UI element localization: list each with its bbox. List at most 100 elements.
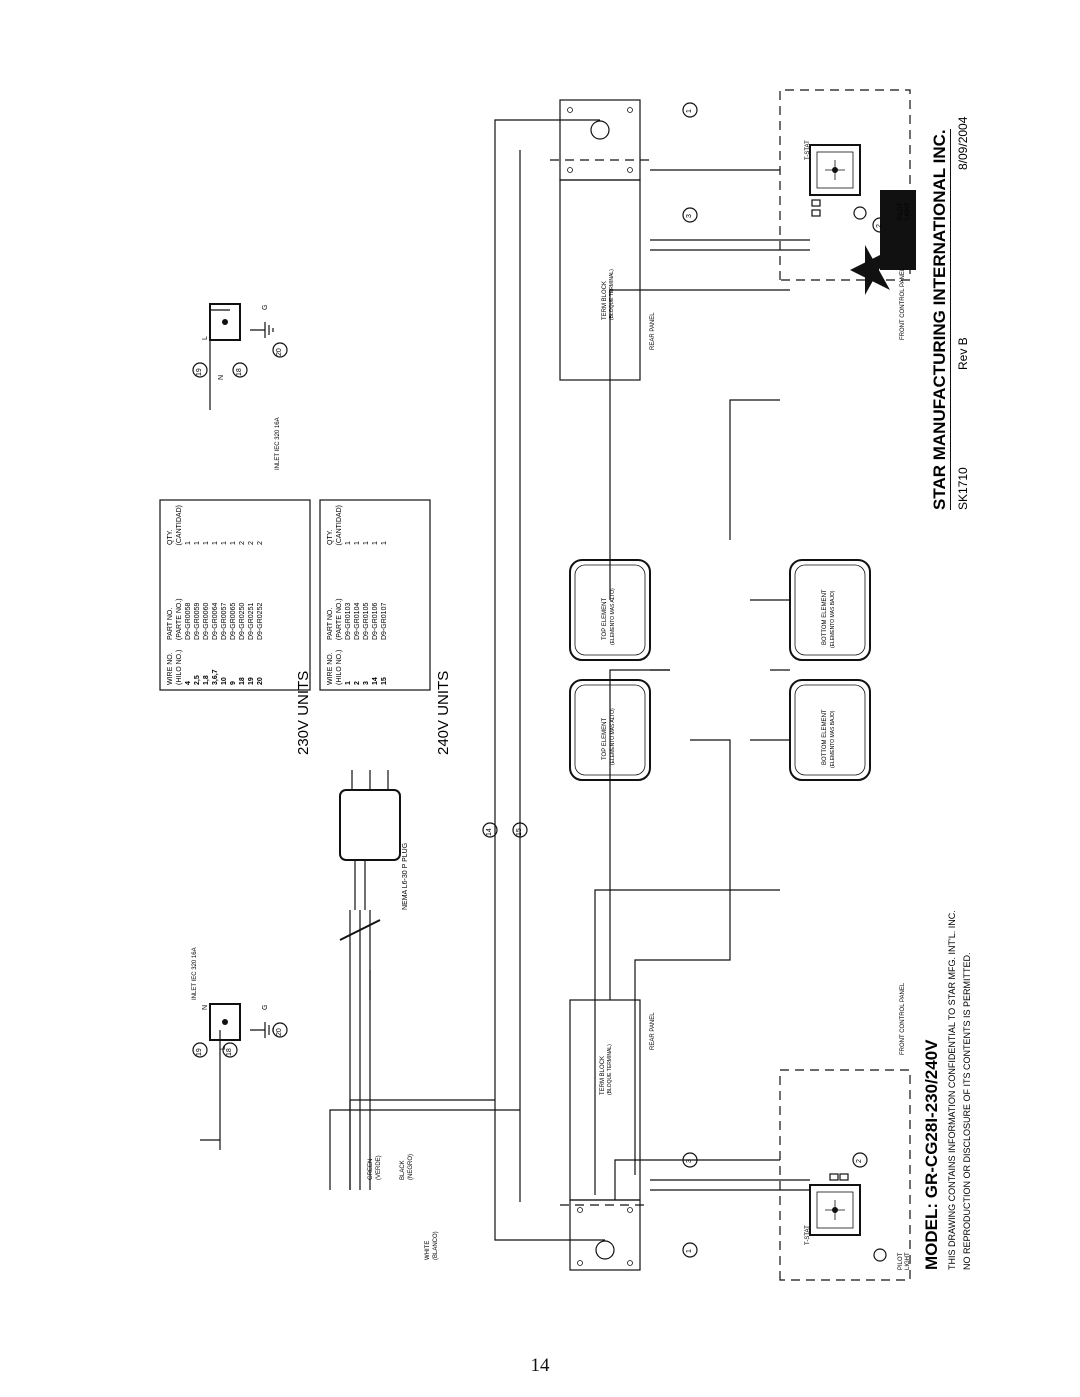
units-230-heading: 230V UNITS xyxy=(295,670,312,755)
schematic-svg xyxy=(159,89,916,1281)
cell-wire: 3,6,7 xyxy=(212,669,219,685)
t230-header-part-es: (PARTE NO.) xyxy=(176,598,183,641)
right-pilot-light xyxy=(853,206,867,220)
t230-header-part: PART NO. xyxy=(167,607,174,640)
page-number: 14 xyxy=(530,1355,550,1376)
cell-part: D9-GR0059 xyxy=(194,602,201,640)
wire-number-callouts xyxy=(192,102,888,1258)
label-rear-panel-right: REAR PANEL xyxy=(650,312,656,350)
cell-qty: 1 xyxy=(185,541,192,545)
bottom-element-left xyxy=(789,679,871,781)
label-tstat-right: T-STAT xyxy=(805,140,811,160)
label-pilot-left: PILOT xyxy=(898,1252,904,1270)
label-g-right: G xyxy=(262,304,269,310)
table-230: WIRE NO. PART NO. QTY. (HILO NO.) (PARTE NO… xyxy=(166,505,265,685)
label-top-element-2-es: (ELEMENTO MAS ALTO) xyxy=(610,588,616,645)
label-light-right: LIGHT xyxy=(905,202,911,220)
label-term-block-right-es: (BLOQUE TERMINAL) xyxy=(609,269,615,320)
t240-header-qty-es: (CANTIDAD) xyxy=(336,505,343,546)
left-pilot-light xyxy=(873,1248,887,1262)
t230-header-wire: WIRE NO. xyxy=(167,652,174,685)
cell-part: D9-GR0058 xyxy=(185,602,192,640)
cell-qty: 1 xyxy=(221,541,228,545)
cell-wire: 1 xyxy=(345,681,352,685)
t230-header-qty-es: (CANTIDAD) xyxy=(176,505,183,546)
cell-wire: 2,5 xyxy=(194,675,201,685)
label-black: BLACK xyxy=(400,1160,406,1180)
t230-header-qty: QTY. xyxy=(167,529,174,545)
cell-qty: 1 xyxy=(372,541,379,545)
label-g-left: G xyxy=(262,1004,269,1010)
cell-part: D9-GR0060 xyxy=(203,602,210,640)
label-inlet-right: INLET IEC 320 16A xyxy=(275,417,281,470)
bottom-element-right xyxy=(789,559,871,661)
label-green: GREEN xyxy=(368,1158,374,1180)
cell-qty: 1 xyxy=(203,541,210,545)
company-name: STAR MANUFACTURING INTERNATIONAL INC. xyxy=(930,129,951,510)
wire-num-20-left: 20 xyxy=(276,1028,283,1036)
table-240: WIRE NO.PART NO.QTY. (HILO NO.)(PARTE NO… xyxy=(326,505,389,685)
cell-qty: 1 xyxy=(363,541,370,545)
confidential-line-1: THIS DRAWING CONTAINS INFORMATION CONFID… xyxy=(947,910,957,1270)
t230-header-wire-es: (HILO NO.) xyxy=(176,649,183,685)
revision: Rev B xyxy=(956,337,970,370)
cell-qty: 1 xyxy=(381,541,388,545)
label-n-left: N xyxy=(202,1004,209,1010)
cell-wire: 2 xyxy=(354,681,361,685)
label-nema-plug: NEMA L6-30 P PLUG xyxy=(402,842,409,910)
cell-qty: 1 xyxy=(212,541,219,545)
nema-plug-cord xyxy=(339,770,401,1190)
label-top-element-1: TOP ELEMENT xyxy=(602,717,608,760)
label-light-left: LIGHT xyxy=(905,1252,911,1270)
label-black-es: (NEGRO) xyxy=(408,1154,414,1180)
cell-part: D9-GR0064 xyxy=(212,602,219,640)
cell-qty: 1 xyxy=(345,541,352,545)
t240-header-wire-es: (HILO NO.) xyxy=(336,649,343,685)
label-green-es: (VERDE) xyxy=(376,1155,382,1180)
cell-wire: 10 xyxy=(221,677,228,685)
wire-num-14: 14 xyxy=(486,828,493,836)
t240-header-wire: WIRE NO. xyxy=(327,652,334,685)
star-logo xyxy=(850,190,916,295)
wire-num-1-left: 1 xyxy=(686,1249,693,1253)
label-bottom-element-1: BOTTOM ELEMENT xyxy=(822,709,828,765)
units-240-heading: 240V UNITS xyxy=(435,670,452,755)
cell-part: D9-GR0251 xyxy=(248,602,255,640)
t240-header-part-es: (PARTE NO.) xyxy=(336,598,343,641)
wire-num-2-left: 2 xyxy=(856,1159,863,1163)
cell-wire: 9 xyxy=(230,681,237,685)
label-front-panel-left: FRONT CONTROL PANEL xyxy=(900,982,906,1055)
inlet-230-left xyxy=(200,1003,274,1150)
cell-wire: 18 xyxy=(239,677,246,685)
cell-part: D9-GR0105 xyxy=(363,602,370,640)
wire-num-18-right: 18 xyxy=(236,368,243,376)
wire-num-19-left: 19 xyxy=(196,1048,203,1056)
model-title: MODEL: GR-CG28I-230/240V xyxy=(922,1039,941,1270)
left-tstat xyxy=(809,1184,861,1236)
label-term-block-left: TERM BLOCK xyxy=(600,1055,606,1095)
label-bottom-element-2-es: (ELEMENTO MAS BAJO) xyxy=(830,590,836,648)
cell-wire: 20 xyxy=(257,677,264,685)
wire-num-20-right: 20 xyxy=(276,348,283,356)
table-230-box xyxy=(159,499,311,691)
label-bottom-element-2: BOTTOM ELEMENT xyxy=(822,589,828,645)
wire-num-19-right: 19 xyxy=(196,368,203,376)
label-inlet-left: INLET IEC 320 16A xyxy=(192,947,198,1000)
wire-num-18-left: 18 xyxy=(226,1048,233,1056)
label-top-element-1-es: (ELEMENTO MAS ALTO) xyxy=(610,708,616,765)
label-front-panel-right: FRONT CONTROL PANEL xyxy=(900,267,906,340)
label-term-block-right: TERM BLOCK xyxy=(602,280,608,320)
cell-qty: 1 xyxy=(230,541,237,545)
left-front-control-panel xyxy=(779,1069,911,1281)
right-front-control-panel xyxy=(779,89,911,281)
table-240-box xyxy=(319,499,431,691)
drawing-number: SK1710 xyxy=(956,467,970,510)
